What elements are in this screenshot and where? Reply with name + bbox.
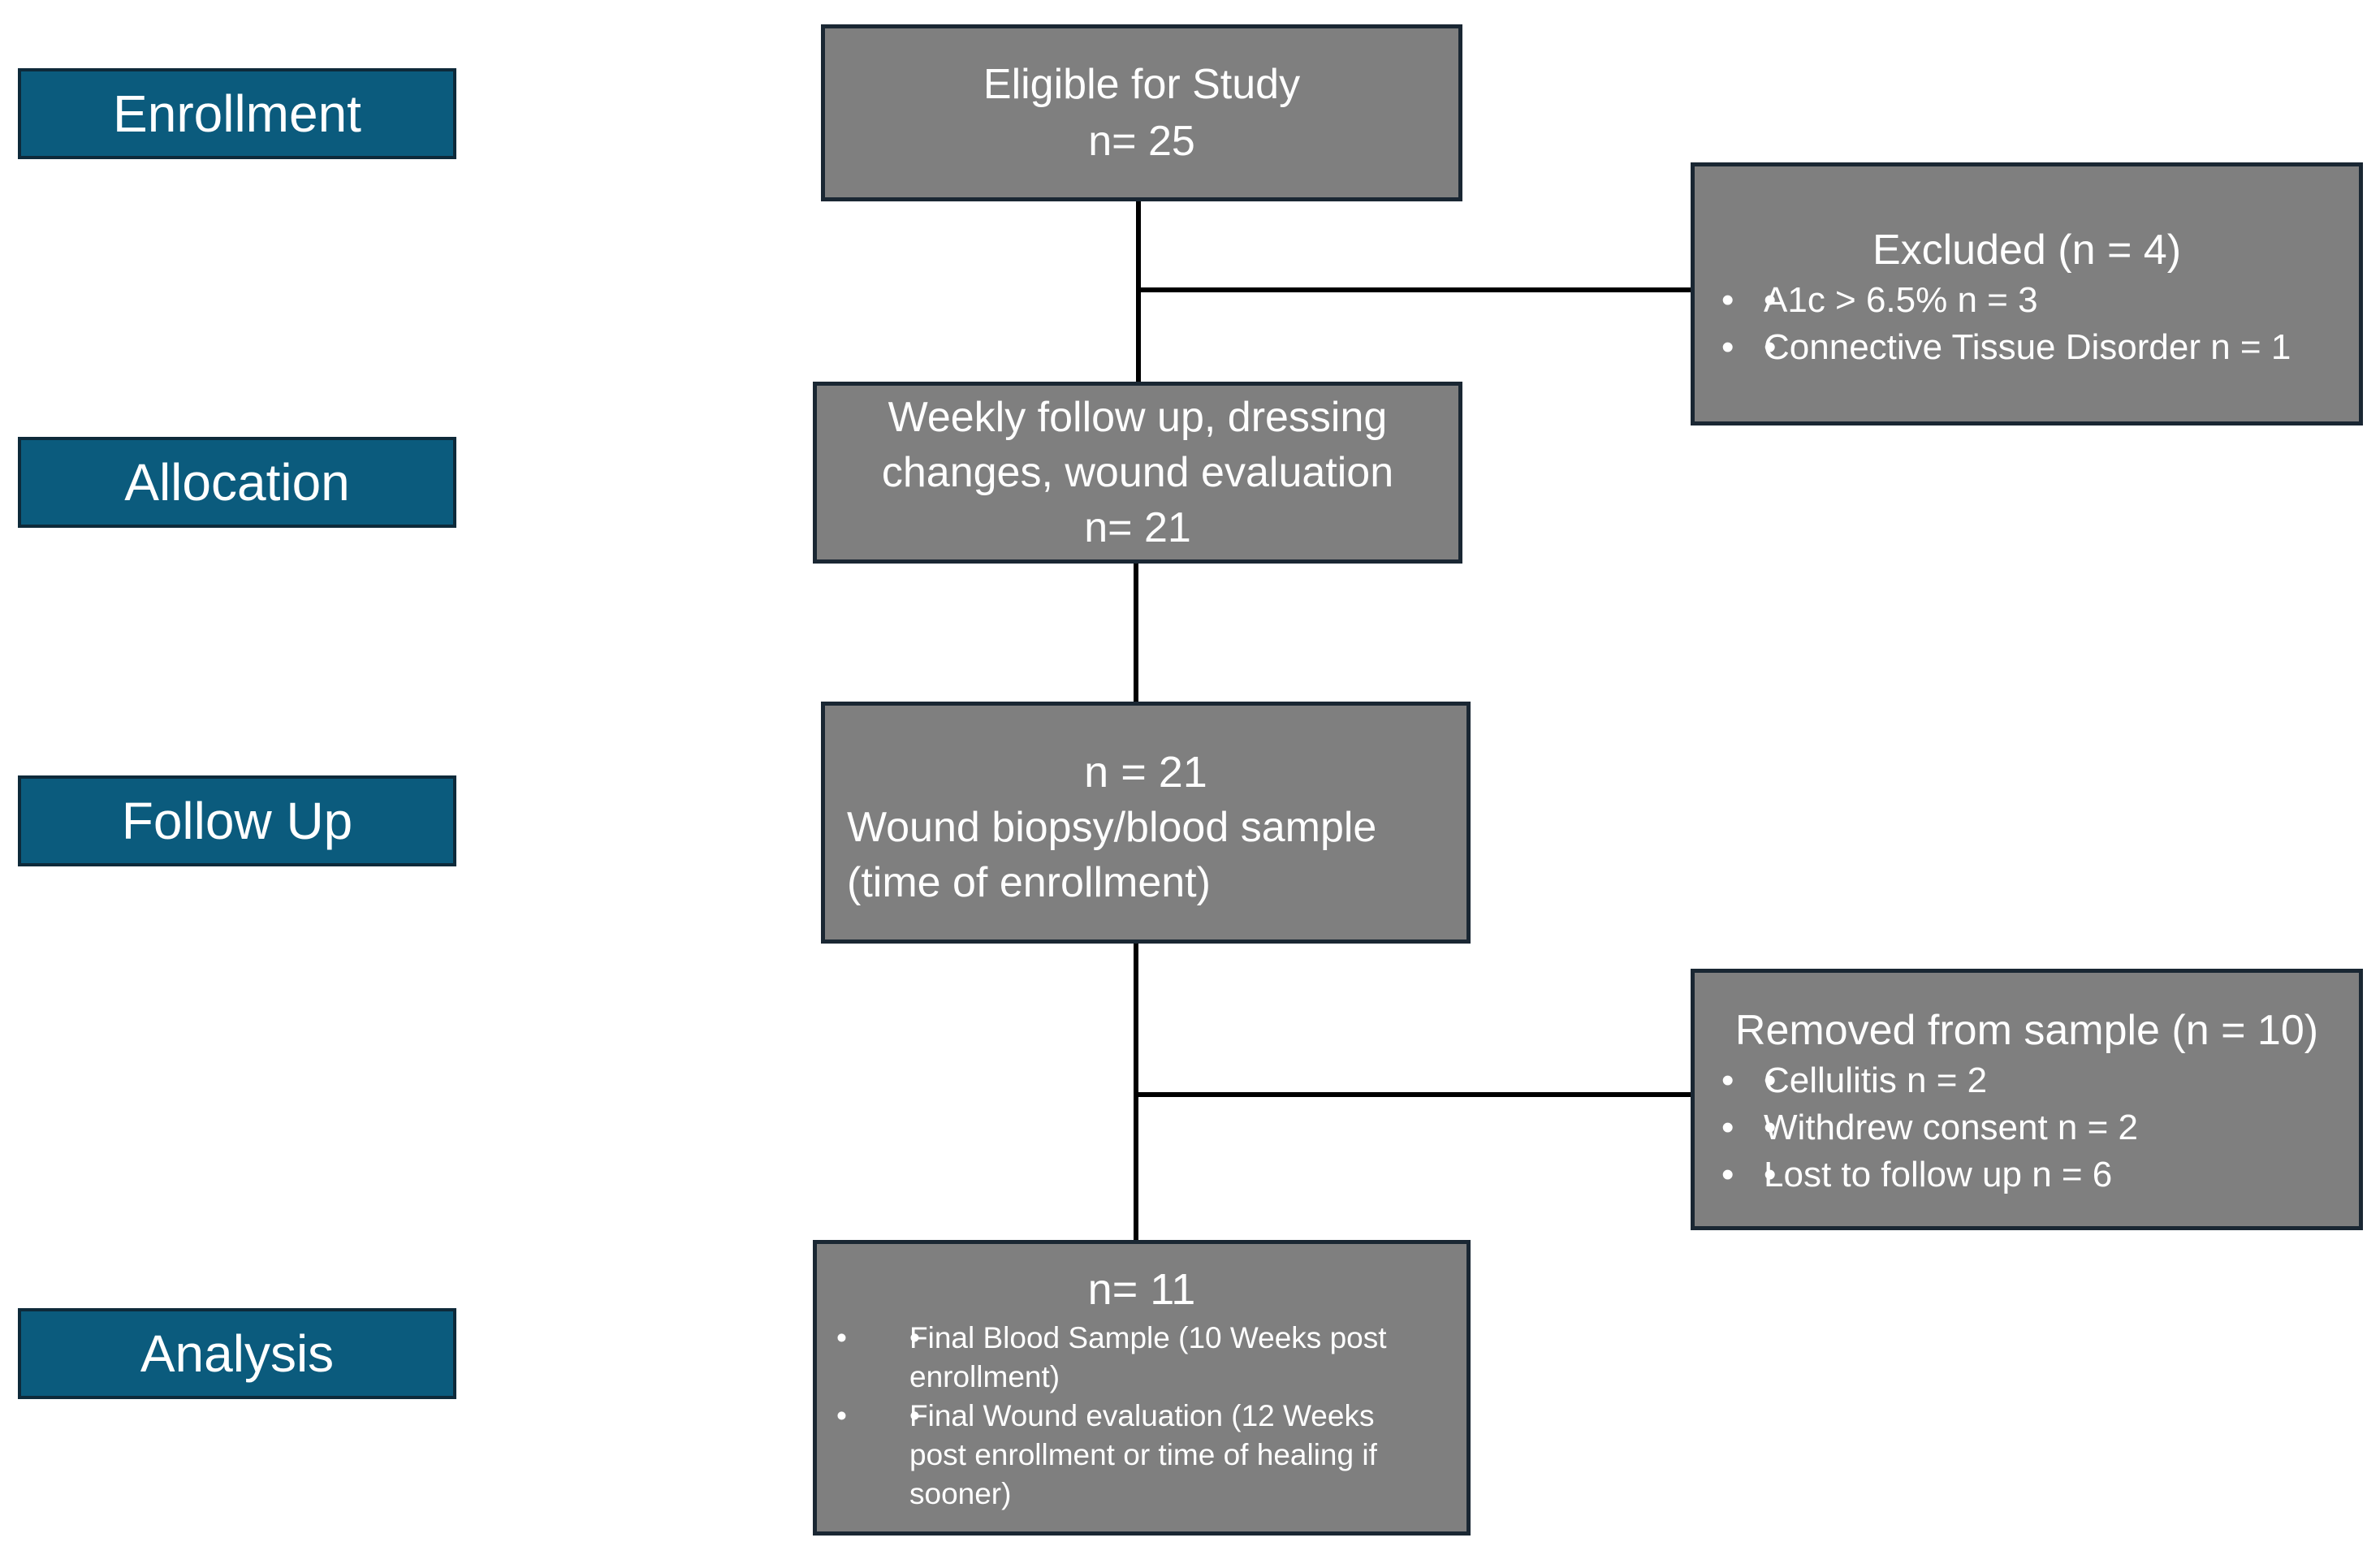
final-item: •Final Wound evaluation (12 Weeks post e… bbox=[836, 1397, 1434, 1514]
final-box: n= 11 •Final Blood Sample (10 Weeks post… bbox=[813, 1240, 1471, 1536]
connector-to-excluded bbox=[1136, 287, 1693, 292]
excluded-item: •A1c > 6.5% n = 3 bbox=[1721, 277, 2359, 324]
removed-box: Removed from sample (n = 10) •Cellulitis… bbox=[1691, 969, 2363, 1230]
removed-item: •Withdrew consent n = 2 bbox=[1721, 1104, 2359, 1151]
biopsy-line2: Wound biopsy/blood sample bbox=[847, 804, 1377, 851]
removed-title: Removed from sample (n = 10) bbox=[1734, 1007, 2319, 1054]
excluded-list: •A1c > 6.5% n = 3 •Connective Tissue Dis… bbox=[1721, 277, 2359, 371]
stage-label-allocation: Allocation bbox=[18, 437, 456, 528]
biopsy-line3: (time of enrollment) bbox=[847, 859, 1211, 906]
weekly-line1: Weekly follow up, dressing bbox=[888, 394, 1388, 441]
removed-item: •Cellulitis n = 2 bbox=[1721, 1057, 2359, 1104]
eligible-box: Eligible for Study n= 25 bbox=[821, 24, 1462, 201]
eligible-count: n= 25 bbox=[1088, 118, 1195, 165]
biopsy-box: n = 21 Wound biopsy/blood sample (time o… bbox=[821, 702, 1471, 944]
excluded-title: Excluded (n = 4) bbox=[1872, 227, 2182, 274]
stage-label-follow-up: Follow Up bbox=[18, 775, 456, 866]
weekly-count: n= 21 bbox=[1084, 504, 1191, 551]
final-count: n= 11 bbox=[1087, 1265, 1196, 1314]
excluded-item: •Connective Tissue Disorder n = 1 bbox=[1721, 324, 2359, 371]
stage-label-analysis: Analysis bbox=[18, 1308, 456, 1399]
weekly-line2: changes, wound evaluation bbox=[881, 449, 1394, 496]
biopsy-count: n = 21 bbox=[1084, 748, 1207, 797]
connector-to-removed bbox=[1134, 1092, 1693, 1097]
final-item: •Final Blood Sample (10 Weeks post enrol… bbox=[836, 1319, 1434, 1397]
connector-weekly-to-biopsy bbox=[1134, 562, 1138, 703]
final-list: •Final Blood Sample (10 Weeks post enrol… bbox=[836, 1319, 1434, 1514]
excluded-box: Excluded (n = 4) •A1c > 6.5% n = 3 •Conn… bbox=[1691, 162, 2363, 425]
weekly-box: Weekly follow up, dressing changes, woun… bbox=[813, 382, 1462, 564]
eligible-line1: Eligible for Study bbox=[983, 61, 1301, 108]
stage-label-enrollment: Enrollment bbox=[18, 68, 456, 159]
removed-item: •Lost to follow up n = 6 bbox=[1721, 1151, 2359, 1199]
removed-list: •Cellulitis n = 2 •Withdrew consent n = … bbox=[1721, 1057, 2359, 1199]
